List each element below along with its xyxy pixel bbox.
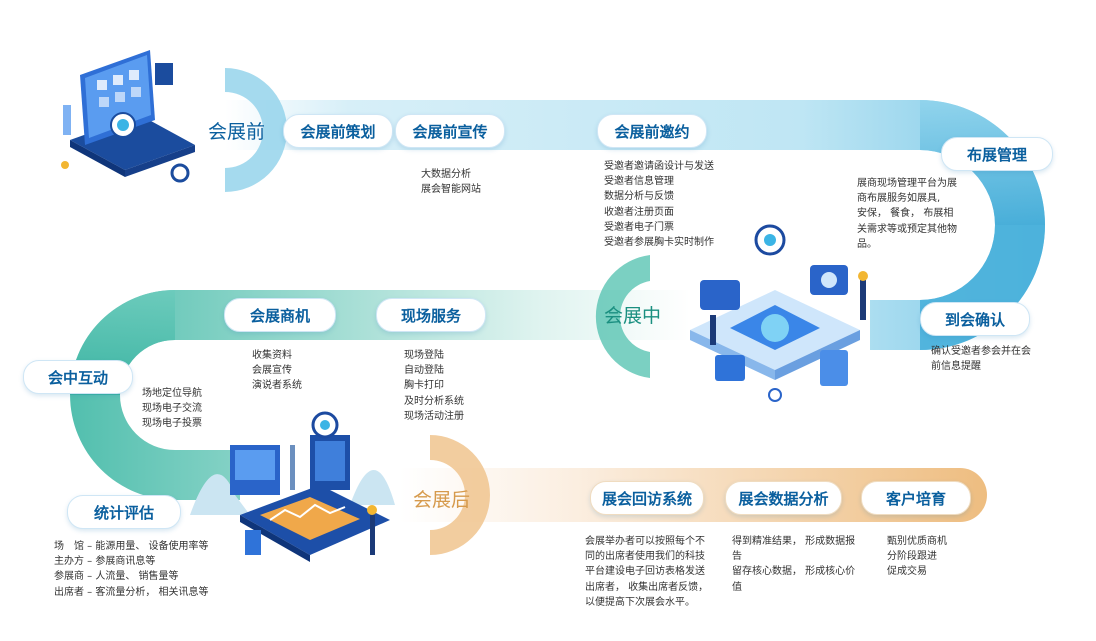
detail-item: 展会智能网站 — [421, 184, 481, 196]
detail-item: 分阶段跟进 — [887, 551, 937, 563]
detail-item: 前信息提醒 — [931, 361, 981, 373]
analysis-details: 得到精准结果， 形成数据报 告 留存核心数据， 形成核心价 值 — [732, 534, 855, 595]
detail-item: 会展宣传 — [252, 365, 292, 377]
detail-item: 场 馆 – 能源用量、 设备使用率等 — [54, 541, 209, 552]
nurture-details: 甄别优质商机 分阶段跟进 促成交易 — [887, 534, 947, 580]
detail-item: 参展商 – 人流量、 销售量等 — [54, 571, 179, 583]
detail-item: 出席者， 收集出席者反馈， — [585, 581, 709, 593]
detail-item: 自动登陆 — [404, 365, 444, 377]
detail-item: 现场登陆 — [404, 350, 444, 361]
detail-item: 关需求等或预定其他物 — [857, 223, 957, 235]
detail-item: 数据分析与反馈 — [604, 191, 674, 203]
stage-business-pill[interactable]: 会展商机 — [224, 298, 336, 332]
detail-item: 会展举办者可以按照每个不 — [585, 536, 705, 547]
evaluation-details: 场 馆 – 能源用量、 设备使用率等 主办方 – 参展商讯息等 参展商 – 人流… — [54, 539, 209, 600]
stage-checkin-pill[interactable]: 到会确认 — [920, 302, 1030, 336]
detail-item: 展商现场管理平台为展 — [857, 178, 957, 189]
detail-item: 得到精准结果， 形成数据报 — [732, 536, 856, 547]
detail-item: 大数据分析 — [421, 169, 471, 180]
checkin-details: 确认受邀者参会并在会 前信息提醒 — [931, 344, 1031, 374]
stage-interaction-pill[interactable]: 会中互动 — [23, 360, 133, 394]
detail-item: 受邀者信息管理 — [604, 176, 674, 188]
detail-item: 主办方 – 参展商讯息等 — [54, 556, 156, 568]
detail-item: 及时分析系统 — [404, 395, 464, 407]
stage-revisit-pill[interactable]: 展会回访系统 — [590, 481, 704, 515]
detail-item: 值 — [732, 581, 742, 593]
stage-analysis-pill[interactable]: 展会数据分析 — [725, 481, 842, 515]
detail-item: 现场电子交流 — [142, 403, 202, 415]
detail-item: 安保， 餐食， 布展相 — [857, 208, 954, 220]
stage-invitation-pill[interactable]: 会展前邀约 — [597, 114, 707, 148]
phase-before-label: 会展前 — [208, 121, 266, 143]
detail-item: 留存核心数据， 形成核心价 — [732, 566, 856, 578]
dashboard-illustration — [190, 411, 395, 562]
detail-item: 告 — [732, 551, 742, 563]
business-details: 收集资料 会展宣传 演说者系统 — [252, 348, 302, 394]
detail-item: 同的出席者使用我们的科技 — [585, 551, 705, 563]
phase-during-label: 会展中 — [604, 305, 662, 327]
detail-item: 现场活动注册 — [404, 410, 464, 422]
detail-item: 平台建设电子回访表格发送 — [585, 566, 705, 578]
invitation-details: 受邀者邀请函设计与发送 受邀者信息管理 数据分析与反馈 收邀者注册页面 受邀者电… — [604, 159, 714, 250]
phase-after-label: 会展后 — [413, 489, 471, 511]
stage-promotion-pill[interactable]: 会展前宣传 — [395, 114, 505, 148]
stage-onsite-pill[interactable]: 现场服务 — [376, 298, 486, 332]
laptop-illustration — [61, 50, 195, 183]
detail-item: 以便提高下次展会水平。 — [585, 596, 695, 608]
stage-nurture-pill[interactable]: 客户培育 — [861, 481, 971, 515]
detail-item: 确认受邀者参会并在会 — [931, 346, 1031, 357]
stage-booth-pill[interactable]: 布展管理 — [941, 137, 1053, 171]
detail-item: 演说者系统 — [252, 380, 302, 392]
detail-item: 受邀者电子门票 — [604, 221, 674, 233]
revisit-details: 会展举办者可以按照每个不 同的出席者使用我们的科技 平台建设电子回访表格发送 出… — [585, 534, 708, 610]
detail-item: 促成交易 — [887, 566, 927, 578]
detail-item: 出席者 – 客流量分析， 相关讯息等 — [54, 586, 209, 598]
onsite-details: 现场登陆 自动登陆 胸卡打印 及时分析系统 现场活动注册 — [404, 348, 464, 424]
detail-item: 品。 — [857, 238, 877, 250]
detail-item: 受邀者邀请函设计与发送 — [604, 161, 714, 172]
promotion-details: 大数据分析 展会智能网站 — [421, 167, 481, 197]
stage-evaluation-pill[interactable]: 统计评估 — [67, 495, 181, 529]
interaction-details: 场地定位导航 现场电子交流 现场电子投票 — [142, 386, 202, 432]
detail-item: 甄别优质商机 — [887, 536, 947, 547]
detail-item: 现场电子投票 — [142, 418, 202, 430]
detail-item: 胸卡打印 — [404, 380, 444, 392]
detail-item: 场地定位导航 — [142, 388, 202, 399]
detail-item: 收邀者注册页面 — [604, 206, 674, 218]
detail-item: 受邀者参展胸卡实时制作 — [604, 237, 714, 249]
detail-item: 商布展服务如展具, — [857, 193, 941, 205]
booth-details: 展商现场管理平台为展 商布展服务如展具, 安保， 餐食， 布展相 关需求等或预定… — [857, 176, 957, 252]
tech-platform-illustration — [690, 224, 868, 402]
stage-planning-pill[interactable]: 会展前策划 — [283, 114, 393, 148]
detail-item: 收集资料 — [252, 350, 292, 361]
